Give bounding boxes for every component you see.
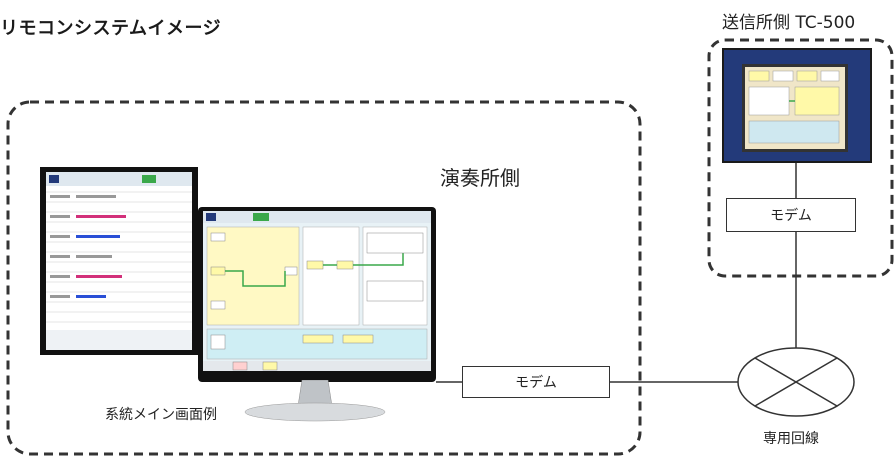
front-monitor-screen (203, 211, 431, 371)
dedicated-line-symbol (737, 347, 855, 417)
studio-label: 演奏所側 (440, 166, 520, 190)
studio-modem-box: モデム (462, 366, 610, 398)
dedicated-line-label: 専用回線 (763, 431, 819, 447)
studio-area-border (6, 100, 642, 456)
monitor-stand (244, 380, 386, 422)
log-screen-graphic (46, 172, 192, 350)
system-main-screen-graphic (203, 211, 431, 371)
transmitter-modem-box: モデム (726, 198, 856, 232)
transmitter-label: 送信所側 TC-500 (722, 13, 856, 33)
back-monitor-screen (46, 172, 192, 350)
tc500-panel-screen (742, 64, 848, 152)
tc500-panel-graphic (748, 70, 840, 144)
diagram-title: リモコンシステムイメージ (0, 18, 222, 39)
main-screen-caption: 系統メイン画面例 (105, 407, 217, 423)
transmitter-area-border (707, 38, 894, 278)
